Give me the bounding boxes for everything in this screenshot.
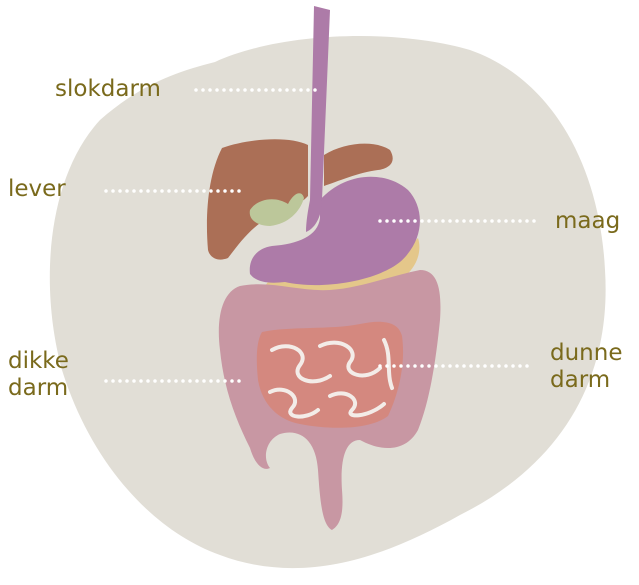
label-small-intestine-line-1: dunne [550,340,622,367]
label-large-intestine-line-1: dikke [8,348,69,375]
label-small-intestine-line-2: darm [550,367,622,394]
label-large-intestine: dikke darm [8,348,69,402]
label-liver: lever [8,176,66,203]
label-stomach: maag [555,208,620,235]
label-large-intestine-line-2: darm [8,375,69,402]
label-esophagus: slokdarm [55,76,161,103]
label-small-intestine: dunne darm [550,340,622,394]
